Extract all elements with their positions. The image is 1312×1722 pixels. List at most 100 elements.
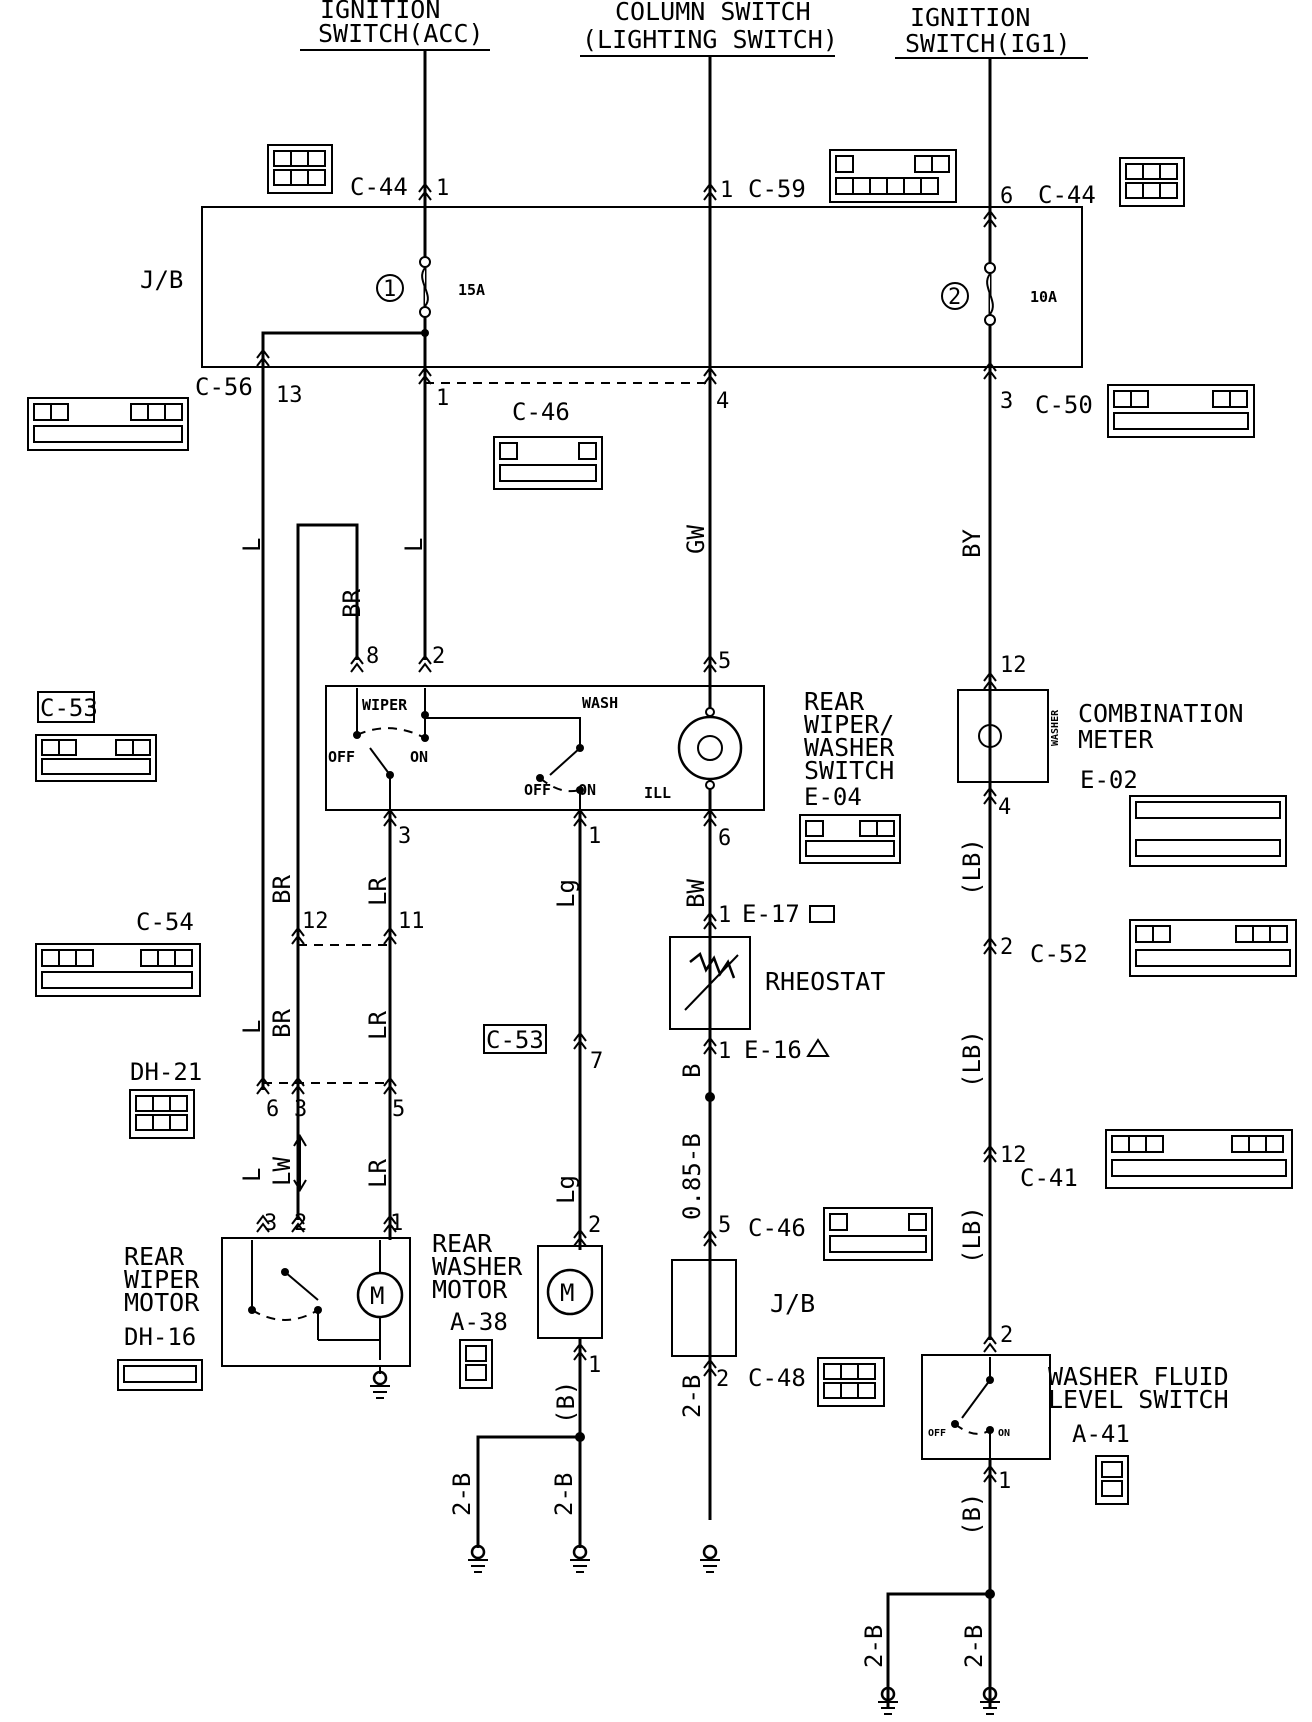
- pin-label: 3: [294, 1097, 307, 1122]
- source-label-line1: IGNITION: [910, 3, 1030, 32]
- label-line3: MOTOR: [124, 1288, 200, 1317]
- wf-on-label: ON: [998, 1428, 1010, 1439]
- pin-label: 12: [302, 909, 329, 934]
- source-label-line2: SWITCH(IG1): [905, 29, 1071, 58]
- rear-washer-motor: M: [537, 1245, 603, 1339]
- junction-box-lower: J/B: [671, 1259, 815, 1357]
- rheostat-label: RHEOSTAT: [765, 967, 885, 996]
- source-label-line2: (LIGHTING SWITCH): [582, 25, 838, 54]
- svg-text:C-53: C-53: [40, 694, 98, 722]
- connector-icon-c44-right: [1119, 157, 1185, 207]
- pin-label: 1: [390, 1211, 403, 1236]
- connector-icon-c46-lower: [823, 1207, 933, 1261]
- rear-wiper-washer-switch: WIPER WASH OFF ON OFF ON ILL: [325, 685, 765, 811]
- switch-off2-label: OFF: [524, 781, 551, 799]
- connector-c53-left: C-53: [37, 691, 98, 723]
- svg-text:C-53: C-53: [486, 1026, 544, 1054]
- rear-wiper-washer-switch-label: REAR WIPER/ WASHER SWITCH E-04: [804, 687, 895, 811]
- pin-label: 5: [718, 649, 731, 674]
- washer-fluid-level-switch-label: WASHER FLUID LEVEL SWITCH A-41: [1048, 1362, 1229, 1448]
- connector-dh16: DH-16: [124, 1323, 196, 1351]
- pin-label: 6: [1000, 184, 1013, 209]
- switch-on2-label: ON: [578, 781, 596, 799]
- connector-icon-c59: [829, 149, 957, 203]
- pin-label: 1: [718, 903, 731, 928]
- motor-m-symbol: M: [370, 1282, 384, 1310]
- connector-icon-c46-top: [493, 436, 603, 490]
- connector-c44-left: C-44: [350, 173, 408, 201]
- meter-label-line2: METER: [1078, 725, 1154, 754]
- wire-color-label: LW: [268, 1157, 296, 1186]
- connector-c46-lower: C-46: [748, 1214, 806, 1242]
- wire-color-label: (B): [552, 1381, 580, 1424]
- label-line3: MOTOR: [432, 1275, 508, 1304]
- wire-color-label: (B): [958, 1493, 986, 1536]
- wire-color-label: L: [238, 538, 266, 552]
- connector-icon-c52: [1129, 919, 1297, 977]
- pin-label: 12: [1000, 653, 1027, 678]
- connector-icon-c56: [27, 397, 189, 451]
- fuse1-number: 1: [383, 277, 396, 302]
- wire-color-label: LR: [364, 1011, 392, 1040]
- motor-m-symbol: M: [560, 1279, 574, 1307]
- label-line4: SWITCH: [804, 756, 894, 785]
- wire-color-label: 2-B: [678, 1375, 706, 1418]
- pin-label: 3: [264, 1211, 277, 1236]
- connector-e02: E-02: [1080, 766, 1138, 794]
- wire-color-label: Lg: [552, 1175, 580, 1204]
- pin-label: 12: [1000, 1143, 1027, 1168]
- pin-label: 1: [998, 1469, 1011, 1494]
- wire-color-label: (LB): [958, 1030, 986, 1088]
- connector-c48: C-48: [748, 1364, 806, 1392]
- source-ignition-switch-ig1: IGNITION SWITCH(IG1): [895, 3, 1088, 59]
- pin-label: 3: [398, 824, 411, 849]
- connector-c46-top: C-46: [512, 398, 570, 426]
- wire-color-label: L: [238, 1168, 266, 1182]
- connector-icon-c50: [1107, 384, 1255, 438]
- wire-color-label: L: [238, 1020, 266, 1034]
- pin-label: 3: [1000, 389, 1013, 414]
- connector-c50: C-50: [1035, 391, 1093, 419]
- connector-a38: A-38: [450, 1308, 508, 1336]
- connector-icon-dh16: [117, 1359, 203, 1391]
- jb-lower-label: J/B: [770, 1289, 815, 1318]
- label-line1: REAR: [432, 1229, 493, 1258]
- connector-icon-c41: [1105, 1129, 1293, 1189]
- switch-wiper-label: WIPER: [362, 696, 408, 714]
- wire-color-label: L: [400, 538, 428, 552]
- pin-label: 2: [1000, 935, 1013, 960]
- connector-c56: C-56: [195, 373, 253, 401]
- pin-label: 6: [718, 826, 731, 851]
- pin-label: 2: [432, 644, 445, 669]
- connector-icon-a38: [459, 1339, 493, 1389]
- fuse2-rating: 10A: [1030, 288, 1057, 306]
- pin-label: 1: [436, 386, 449, 411]
- connector-a41: A-41: [1072, 1420, 1130, 1448]
- rheostat: RHEOSTAT: [669, 936, 885, 1030]
- combination-meter: WASHER COMBINATION METER E-02: [957, 689, 1244, 794]
- wire-color-label: 2-B: [860, 1625, 888, 1668]
- fuse2-number: 2: [948, 285, 961, 310]
- pin-label: 4: [998, 795, 1011, 820]
- wire-color-label: BR: [268, 875, 296, 904]
- pin-label: 11: [398, 909, 425, 934]
- wire-color-label: 2-B: [550, 1473, 578, 1516]
- wire-color-label: (LB): [958, 1206, 986, 1264]
- label-line2: LEVEL SWITCH: [1048, 1385, 1229, 1414]
- wire-color-label: BY: [958, 529, 986, 558]
- connector-icon-dh21: [129, 1089, 195, 1139]
- pin-label: 4: [716, 389, 729, 414]
- pin-label: 1: [588, 1353, 601, 1378]
- connector-c44-right: C-44: [1038, 181, 1096, 209]
- connector-c54: C-54: [136, 908, 194, 936]
- connector-c52: C-52: [1030, 940, 1088, 968]
- rear-wiper-motor-label: REAR WIPER MOTOR DH-16: [124, 1242, 200, 1351]
- meter-washer-label: WASHER: [1050, 709, 1061, 746]
- wire-color-label: 0.85-B: [678, 1133, 706, 1220]
- source-label-line2: SWITCH(ACC): [318, 19, 484, 48]
- label-line1: REAR: [804, 687, 865, 716]
- wire-color-label: BW: [682, 879, 710, 908]
- connector-e04: E-04: [804, 783, 862, 811]
- wire-color-label: GW: [682, 525, 710, 554]
